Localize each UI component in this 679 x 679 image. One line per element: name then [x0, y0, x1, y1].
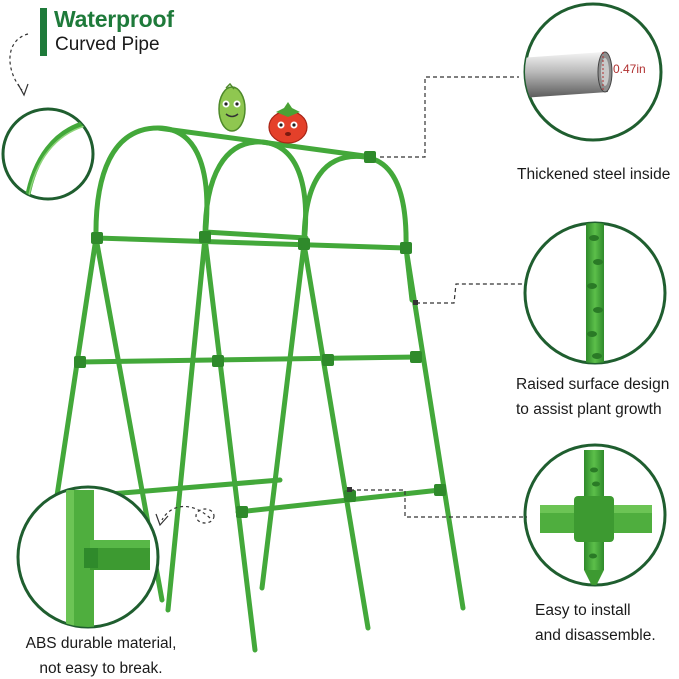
leg-rmid-b	[259, 241, 307, 591]
bar-tier-2	[77, 354, 421, 365]
leg-rmid-a	[301, 241, 371, 631]
leg-mid-b	[165, 235, 208, 613]
bar-tier-3b	[235, 487, 443, 515]
bar-tier-3a	[95, 477, 283, 498]
arch-middle	[202, 139, 309, 247]
page-title: Waterproof	[54, 6, 174, 32]
callout-curved-pipe	[1, 33, 95, 201]
callout-steel	[380, 2, 663, 158]
callout-joint	[347, 443, 667, 587]
leg-right-b	[403, 245, 415, 303]
surface-caption-line-2: to assist plant growth	[516, 401, 662, 418]
cucumber-mascot-icon	[218, 82, 246, 132]
surface-caption-line-1: Raised surface design	[516, 376, 670, 393]
material-caption-line-1: ABS durable material,	[25, 635, 177, 652]
install-caption-line-1: Easy to install	[535, 602, 631, 619]
surface-caption: Raised surface design to assist plant gr…	[516, 372, 669, 422]
bar-tier-1b	[202, 229, 309, 241]
callout-raised-surface	[413, 221, 667, 365]
curved-arrow-icon	[9, 33, 29, 91]
callout-abs-material	[16, 485, 215, 629]
steel-caption: Thickened steel inside	[517, 166, 671, 183]
material-caption-line-2: not easy to break.	[39, 660, 163, 677]
diameter-label: 0.47in	[613, 62, 646, 76]
install-caption-line-2: and disassemble.	[535, 627, 656, 644]
material-caption: ABS durable material, not easy to break.	[11, 631, 191, 679]
trellis-joints	[74, 151, 446, 518]
leg-right-a	[403, 245, 466, 611]
leg-mid-a	[202, 235, 258, 653]
trellis-frame	[42, 125, 466, 653]
page-subtitle: Curved Pipe	[55, 34, 160, 55]
arch-left	[93, 125, 210, 241]
arch-right	[301, 153, 409, 251]
tomato-mascot-icon	[268, 102, 308, 144]
title-accent-bar	[40, 8, 47, 56]
install-caption: Easy to install and disassemble.	[535, 598, 656, 648]
bar-tier-1	[93, 235, 409, 251]
